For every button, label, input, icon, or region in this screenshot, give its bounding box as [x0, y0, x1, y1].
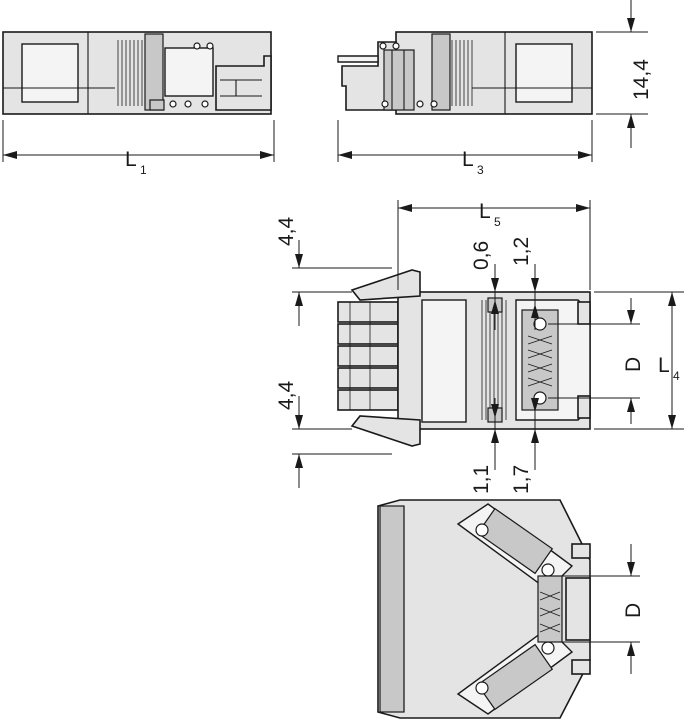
dimension-d-lower: D	[556, 544, 645, 674]
dimension-l4: L 4	[594, 291, 684, 430]
dim-l3-label: L	[462, 148, 474, 171]
dim-l4-sub: 4	[673, 369, 680, 383]
dim-l1-label: L	[125, 148, 137, 171]
contact-pins	[337, 301, 399, 411]
dim-l3-sub: 3	[477, 163, 484, 177]
dimension-l5: L 5	[397, 200, 591, 290]
dimension-l1: L 1	[2, 120, 275, 177]
dim-l5-label: L	[479, 200, 491, 223]
ribs-top	[481, 300, 507, 420]
dim-gap-top-b-label: 1,2	[510, 237, 533, 266]
dim-pitch-bottom-label: 4,4	[275, 380, 298, 410]
dim-gap-bottom-a-label: 1,1	[470, 465, 493, 494]
angled-view	[377, 499, 591, 719]
dim-l1-sub: 1	[140, 163, 147, 177]
dim-l4-label: L	[658, 354, 670, 377]
dim-l5-sub: 5	[494, 215, 501, 229]
dim-d-lower-label: D	[622, 603, 645, 618]
side-view-left	[2, 31, 272, 115]
top-view	[337, 269, 591, 447]
dim-gap-top-a-label: 0,6	[470, 241, 493, 270]
ribs-left	[117, 40, 143, 106]
dimension-height: 14,4	[596, 0, 653, 148]
dim-gap-bottom-b-label: 1,7	[510, 465, 533, 494]
dimension-pitch-bottom: 4,4	[275, 380, 392, 488]
spring-coil-lower	[539, 591, 561, 633]
spring-coil	[527, 335, 553, 387]
dimension-gap-top: 0,6 1,2	[470, 237, 539, 330]
dim-d-upper-label: D	[622, 357, 645, 372]
dim-pitch-top-label: 4,4	[275, 216, 298, 246]
dimension-l3: L 3	[337, 120, 593, 177]
dim-height-label: 14,4	[630, 59, 653, 100]
dimension-pitch-top: 4,4	[275, 216, 392, 326]
dimension-gap-bottom: 1,1 1,7	[470, 398, 539, 494]
ribs-right	[451, 40, 473, 106]
side-view-right	[337, 31, 593, 115]
dimension-d-upper: D	[548, 298, 645, 424]
